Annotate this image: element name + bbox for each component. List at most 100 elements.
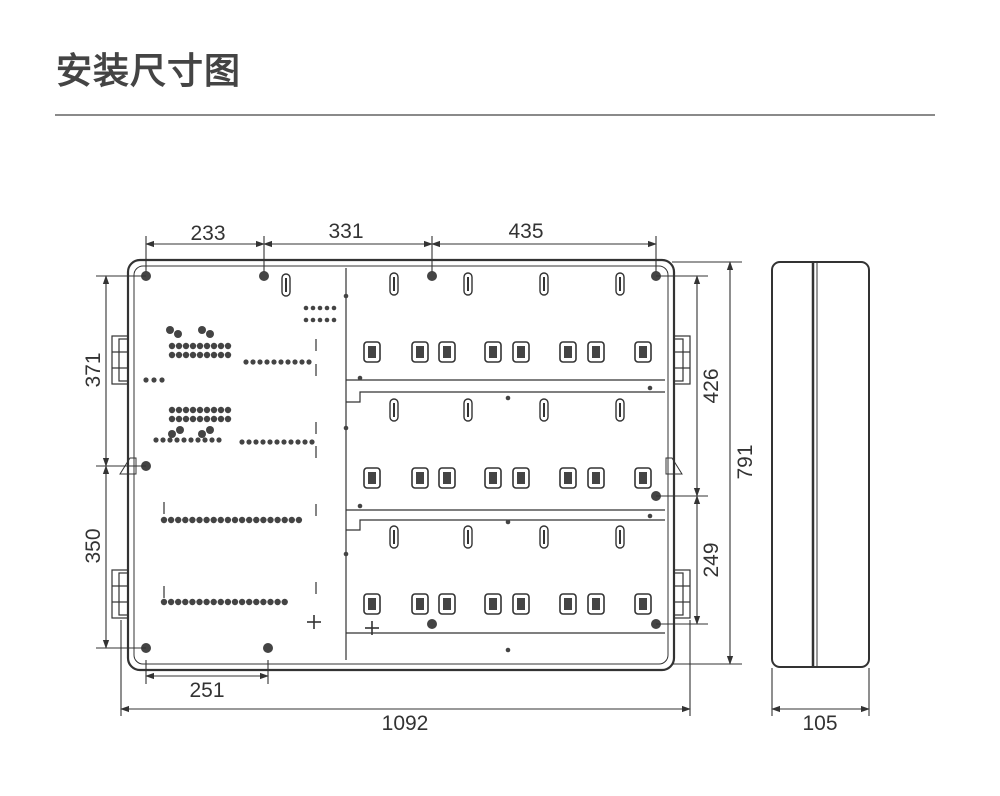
terminal-dot xyxy=(189,516,196,524)
meter-seat-core xyxy=(368,598,376,610)
terminal-dot xyxy=(267,598,274,606)
terminal-dot xyxy=(217,516,224,524)
breaker-knob xyxy=(168,430,176,438)
dim-label-426: 426 xyxy=(700,368,723,403)
meter-seat-core xyxy=(517,346,525,358)
hanger-slot xyxy=(615,272,625,296)
front-view-details xyxy=(141,271,661,653)
meter-seat xyxy=(559,341,577,363)
terminal-dot xyxy=(310,305,316,311)
meter-seat xyxy=(484,593,502,615)
meter-seat xyxy=(438,593,456,615)
terminal-dot xyxy=(196,406,204,414)
dim-label-791: 791 xyxy=(734,444,757,479)
meter-seat-core xyxy=(368,472,376,484)
terminal-dot xyxy=(246,516,253,524)
mounting-hole xyxy=(259,271,269,281)
meter-seat xyxy=(438,341,456,363)
terminal-dot xyxy=(196,598,203,606)
terminal-dot xyxy=(238,516,246,524)
meter-seat-core xyxy=(416,472,424,484)
terminal-dot xyxy=(203,415,211,423)
dimension-labels: 233 331 435 251 1092 105 371 350 426 249… xyxy=(82,220,838,735)
terminal-dot xyxy=(175,406,183,414)
terminal-dot xyxy=(167,516,175,524)
hanger-slot xyxy=(463,525,473,549)
terminal-dot xyxy=(175,516,182,524)
terminal-dot xyxy=(202,437,208,443)
terminal-dot xyxy=(182,415,190,423)
meter-seat-core xyxy=(443,472,451,484)
terminal-dot xyxy=(317,317,323,323)
terminal-dot xyxy=(210,415,218,423)
dim-label-251: 251 xyxy=(189,679,224,702)
screw-dot xyxy=(505,647,511,653)
terminal-dot xyxy=(203,406,211,414)
terminal-dot xyxy=(299,359,305,365)
terminal-dot xyxy=(189,598,196,606)
terminal-dot xyxy=(153,437,159,443)
breaker-knob xyxy=(176,426,184,434)
terminal-dot xyxy=(260,598,267,606)
meter-seat xyxy=(587,341,605,363)
meter-seat-core xyxy=(489,598,497,610)
meter-seat xyxy=(411,467,429,489)
screw-dot xyxy=(647,385,653,391)
screw-dot xyxy=(343,293,349,299)
compartment-dividers xyxy=(345,268,665,660)
terminal-dot xyxy=(160,598,168,606)
terminal-dot xyxy=(324,305,330,311)
terminal-dot xyxy=(168,406,176,414)
meter-seat-core xyxy=(489,346,497,358)
screw-dot xyxy=(357,503,363,509)
meter-seat-core xyxy=(639,346,647,358)
terminal-dot xyxy=(217,342,225,350)
meter-seat-core xyxy=(416,598,424,610)
terminal-dot xyxy=(303,317,309,323)
terminal-dot xyxy=(189,406,197,414)
terminal-dot xyxy=(175,342,183,350)
terminal-dot xyxy=(160,437,166,443)
terminal-dot xyxy=(324,317,330,323)
terminal-dot xyxy=(217,415,225,423)
terminal-dot xyxy=(196,516,203,524)
meter-seat-core xyxy=(489,472,497,484)
terminal-dot xyxy=(288,516,295,524)
hanger-slot xyxy=(389,272,399,296)
terminal-dot xyxy=(285,359,291,365)
terminal-dot xyxy=(309,439,315,445)
terminal-dot xyxy=(203,342,211,350)
terminal-dot xyxy=(168,342,176,350)
dim-label-233: 233 xyxy=(190,222,225,245)
meter-seat xyxy=(587,593,605,615)
hanger-slot xyxy=(389,398,399,422)
terminal-dot xyxy=(246,598,253,606)
page-title: 安装尺寸图 xyxy=(56,51,242,92)
mounting-hole xyxy=(427,619,437,629)
terminal-dot xyxy=(274,516,281,524)
terminal-dot xyxy=(159,377,165,383)
terminal-dot xyxy=(217,406,225,414)
terminal-dot xyxy=(217,351,225,359)
terminal-dot xyxy=(310,317,316,323)
terminal-dot xyxy=(302,439,308,445)
terminal-dot xyxy=(168,415,176,423)
dim-label-105: 105 xyxy=(802,712,837,735)
terminal-dot xyxy=(257,359,263,365)
meter-seat xyxy=(363,467,381,489)
terminal-dot xyxy=(210,342,218,350)
terminal-dot xyxy=(175,351,183,359)
breaker-knob xyxy=(174,330,182,338)
terminal-dot xyxy=(210,351,218,359)
terminal-dot xyxy=(253,439,259,445)
left-lower-bracket xyxy=(111,569,129,619)
terminal-dot xyxy=(267,439,273,445)
mounting-hole xyxy=(427,271,437,281)
mounting-hole xyxy=(263,643,273,653)
meter-seat xyxy=(484,467,502,489)
terminal-dot xyxy=(189,351,197,359)
meter-seat-core xyxy=(639,598,647,610)
meter-seat-core xyxy=(443,598,451,610)
terminal-dot xyxy=(209,437,215,443)
